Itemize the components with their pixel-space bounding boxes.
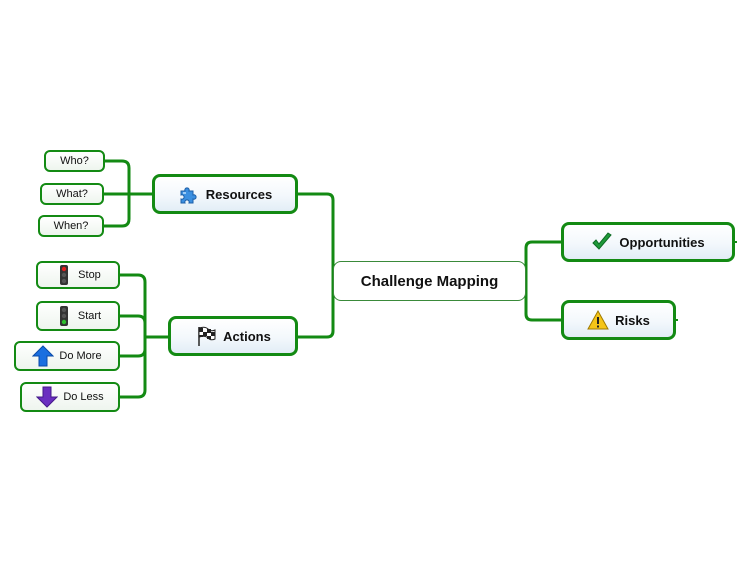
topic-resources[interactable]: Resources — [152, 174, 298, 214]
subtopic-label: Who? — [60, 155, 89, 167]
traffic-light-green-icon — [55, 305, 73, 327]
topic-opportunities-label: Opportunities — [619, 234, 705, 250]
topic-actions[interactable]: Actions — [168, 316, 298, 356]
arrow-down-icon — [36, 386, 59, 408]
puzzle-piece-icon — [178, 183, 200, 205]
checkmark-icon — [591, 231, 613, 253]
subtopic-do-more[interactable]: Do More — [14, 341, 120, 371]
warning-icon — [587, 309, 609, 331]
topic-actions-label: Actions — [223, 328, 271, 344]
subtopic-start[interactable]: Start — [36, 301, 120, 331]
subtopic-label: Stop — [78, 269, 101, 281]
topic-opportunities[interactable]: Opportunities — [561, 222, 735, 262]
subtopic-label: Do More — [59, 350, 102, 362]
subtopic-what[interactable]: What? — [40, 183, 104, 205]
topic-risks[interactable]: Risks — [561, 300, 676, 340]
subtopic-label: Do Less — [63, 391, 104, 403]
subtopic-who[interactable]: Who? — [44, 150, 105, 172]
topic-risks-label: Risks — [615, 312, 650, 328]
subtopic-label: When? — [53, 220, 89, 232]
central-topic-label: Challenge Mapping — [360, 272, 499, 290]
topic-resources-label: Resources — [205, 186, 273, 202]
subtopic-stop[interactable]: Stop — [36, 261, 120, 289]
subtopic-do-less[interactable]: Do Less — [20, 382, 120, 412]
arrow-up-icon — [32, 345, 55, 367]
subtopic-label: What? — [56, 188, 88, 200]
subtopic-label: Start — [77, 310, 102, 322]
checkered-flag-icon — [195, 325, 217, 347]
subtopic-when[interactable]: When? — [38, 215, 104, 237]
central-topic[interactable]: Challenge Mapping — [333, 261, 526, 301]
traffic-light-red-icon — [55, 264, 73, 286]
